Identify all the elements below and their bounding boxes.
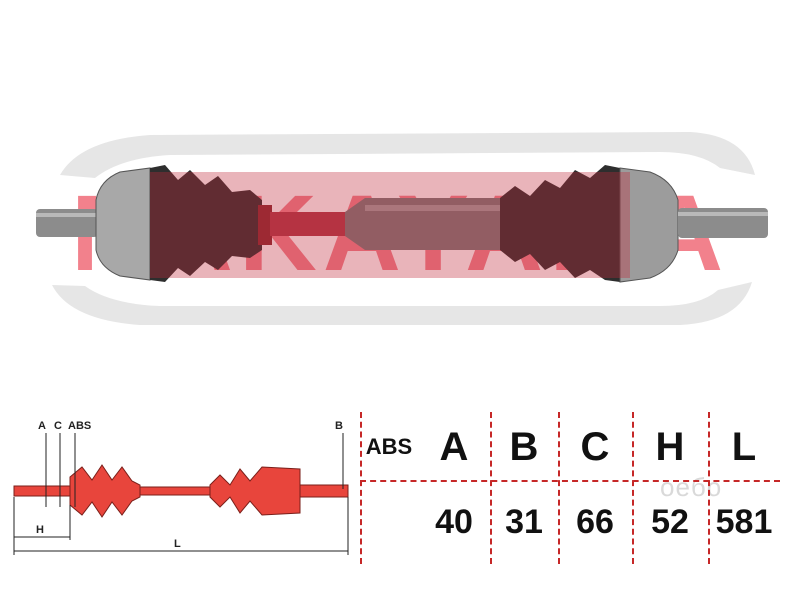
left-cv-joint — [95, 167, 151, 281]
table-col-divider — [360, 412, 362, 564]
table-watermark: oeбо — [660, 472, 723, 502]
header-a: A — [439, 424, 469, 469]
label-h: H — [36, 524, 44, 536]
header-c: C — [580, 424, 610, 469]
shaft-diagram: A C ABS B H L — [13, 420, 349, 555]
diagram-right-boot — [209, 466, 301, 516]
table-col-divider — [558, 412, 560, 564]
value-a: 40 — [435, 502, 473, 541]
label-a: A — [38, 420, 46, 432]
value-c: 66 — [576, 502, 614, 541]
drive-shaft — [36, 165, 768, 283]
label-c: C — [54, 420, 62, 432]
diagram-shaft-right — [299, 484, 349, 498]
table-row-divider — [360, 480, 780, 482]
brand-swoosh-top — [60, 132, 755, 178]
header-h: H — [655, 424, 685, 469]
label-abs: ABS — [68, 420, 91, 432]
right-boot — [500, 165, 620, 282]
diagram-left-boot — [69, 464, 141, 518]
header-abs: ABS — [365, 434, 413, 459]
brand-swoosh-bottom — [52, 282, 752, 325]
value-h: 52 — [651, 502, 689, 541]
header-l: L — [731, 424, 757, 469]
table-col-divider — [632, 412, 634, 564]
spec-table: oeбо ABS A B C H L 40 31 66 52 581 — [360, 412, 780, 564]
label-l: L — [174, 538, 181, 550]
value-b: 31 — [505, 502, 543, 541]
header-b: B — [509, 424, 539, 469]
diagram-shaft-left — [13, 485, 71, 497]
product-photo: NAKAYAMA — [36, 132, 768, 325]
left-boot — [150, 165, 262, 282]
table-col-divider — [490, 412, 492, 564]
right-cv-joint — [619, 167, 679, 283]
diagram-shaft-middle — [139, 486, 211, 496]
label-b: B — [335, 420, 343, 432]
value-l: 581 — [715, 502, 773, 541]
table-col-divider — [708, 412, 710, 564]
